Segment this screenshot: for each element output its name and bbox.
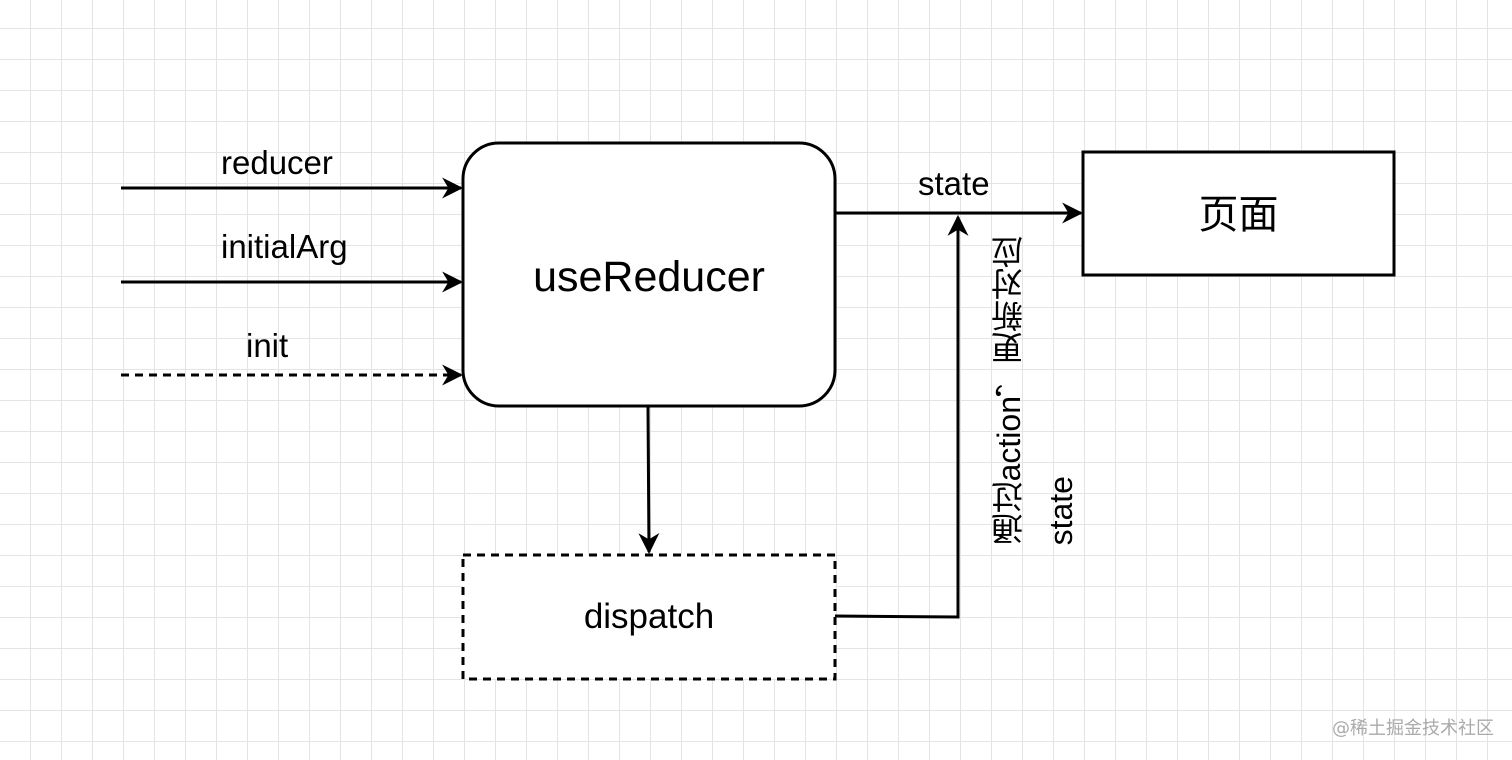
update-note-line1: 通过action，更新对应 [991,236,1027,546]
page-label: 页面 [1198,192,1279,238]
state-label: state [918,165,990,202]
dispatch-box [461,553,837,681]
reducer-label: reducer [221,144,333,181]
update-note-line2: state [1043,476,1079,546]
update-feedback-arrow [834,214,969,619]
page-box [1081,150,1396,277]
update-note: 通过action，更新对应 state [983,236,1087,545]
init-label: init [246,327,289,364]
dispatch-label: dispatch [583,597,715,636]
watermark: @稀土掘金技术社区 [1332,718,1494,739]
initialarg-label: initialArg [221,228,348,265]
dispatch-down-arrow [638,405,660,555]
use-reducer-label: useReducer [533,253,765,301]
